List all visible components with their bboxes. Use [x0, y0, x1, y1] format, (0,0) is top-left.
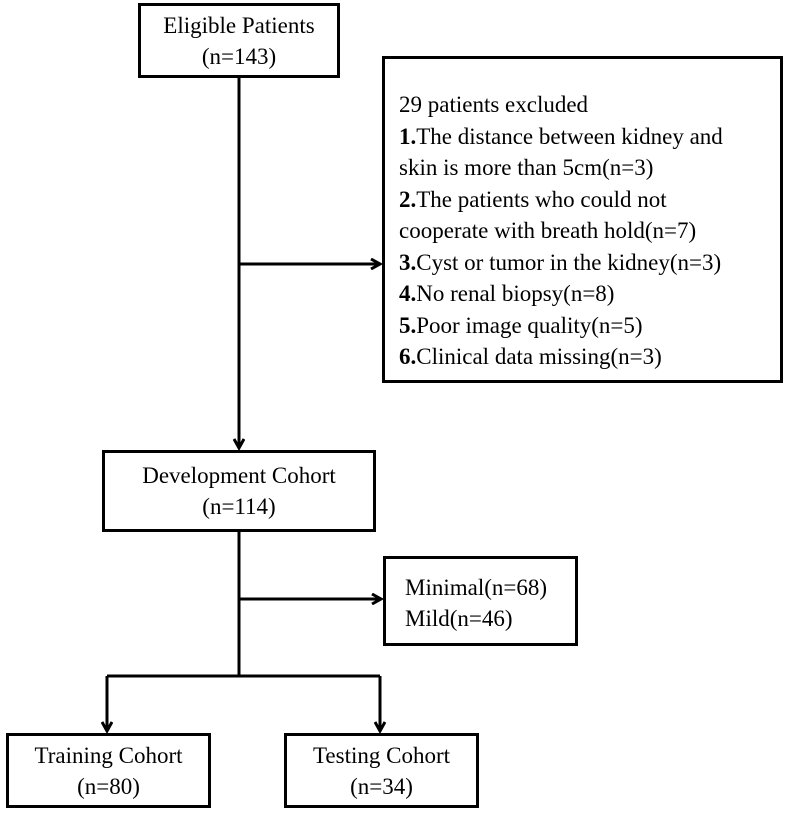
- training-cohort-count: (n=80): [77, 773, 140, 799]
- development-cohort-count: (n=114): [202, 494, 276, 519]
- development-cohort-title: Development Cohort: [142, 463, 336, 488]
- exclusion-item-2-text: The patients who could not: [416, 186, 667, 212]
- exclusion-item-2-line-1: 2.The patients who could not: [399, 184, 667, 216]
- eligible-patients-title: Eligible Patients: [163, 12, 315, 38]
- training-cohort-title: Training Cohort: [34, 742, 183, 768]
- severity-box: Minimal(n=68) Mild(n=46): [383, 556, 578, 646]
- testing-cohort-box: Testing Cohort (n=34): [284, 733, 479, 808]
- exclusion-item-4: 4.No renal biopsy(n=8): [399, 278, 614, 310]
- training-cohort-box: Training Cohort (n=80): [6, 733, 211, 808]
- exclusion-item-5-text: Poor image quality(n=5): [416, 312, 643, 338]
- exclusion-box: 29 patients excluded 1.The distance betw…: [382, 56, 783, 383]
- exclusion-item-3-number: 3.: [399, 249, 417, 275]
- eligible-patients-box: Eligible Patients (n=143): [138, 3, 340, 78]
- exclusion-item-6-text: Clinical data missing(n=3): [416, 344, 662, 369]
- exclusion-item-6-number: 6.: [399, 344, 417, 369]
- testing-cohort-title: Testing Cohort: [312, 742, 451, 768]
- severity-minimal: Minimal(n=68): [405, 575, 548, 600]
- eligible-patients-count: (n=143): [201, 43, 277, 69]
- exclusion-item-4-text: No renal biopsy(n=8): [416, 281, 615, 306]
- development-cohort-box: Development Cohort (n=114): [102, 450, 376, 532]
- exclusion-item-1-line-1: 1.The distance between kidney and: [399, 121, 723, 153]
- exclusion-item-5-number: 5.: [399, 312, 417, 338]
- exclusion-heading: 29 patients excluded: [399, 92, 589, 117]
- exclusion-item-1-number: 1.: [399, 123, 417, 149]
- exclusion-item-2-line-2: cooperate with breath hold(n=7): [399, 218, 697, 243]
- exclusion-item-3: 3.Cyst or tumor in the kidney(n=3): [399, 247, 721, 279]
- exclusion-item-1-text: The distance between kidney and: [416, 123, 723, 149]
- exclusion-item-2-number: 2.: [399, 186, 417, 212]
- testing-cohort-count: (n=34): [350, 773, 413, 799]
- severity-mild: Mild(n=46): [405, 606, 513, 631]
- exclusion-item-5: 5.Poor image quality(n=5): [399, 310, 643, 342]
- exclusion-item-4-number: 4.: [399, 281, 417, 306]
- exclusion-item-6: 6.Clinical data missing(n=3): [399, 341, 662, 373]
- exclusion-item-3-text: Cyst or tumor in the kidney(n=3): [416, 249, 722, 275]
- exclusion-item-1-line-2: skin is more than 5cm(n=3): [399, 155, 654, 180]
